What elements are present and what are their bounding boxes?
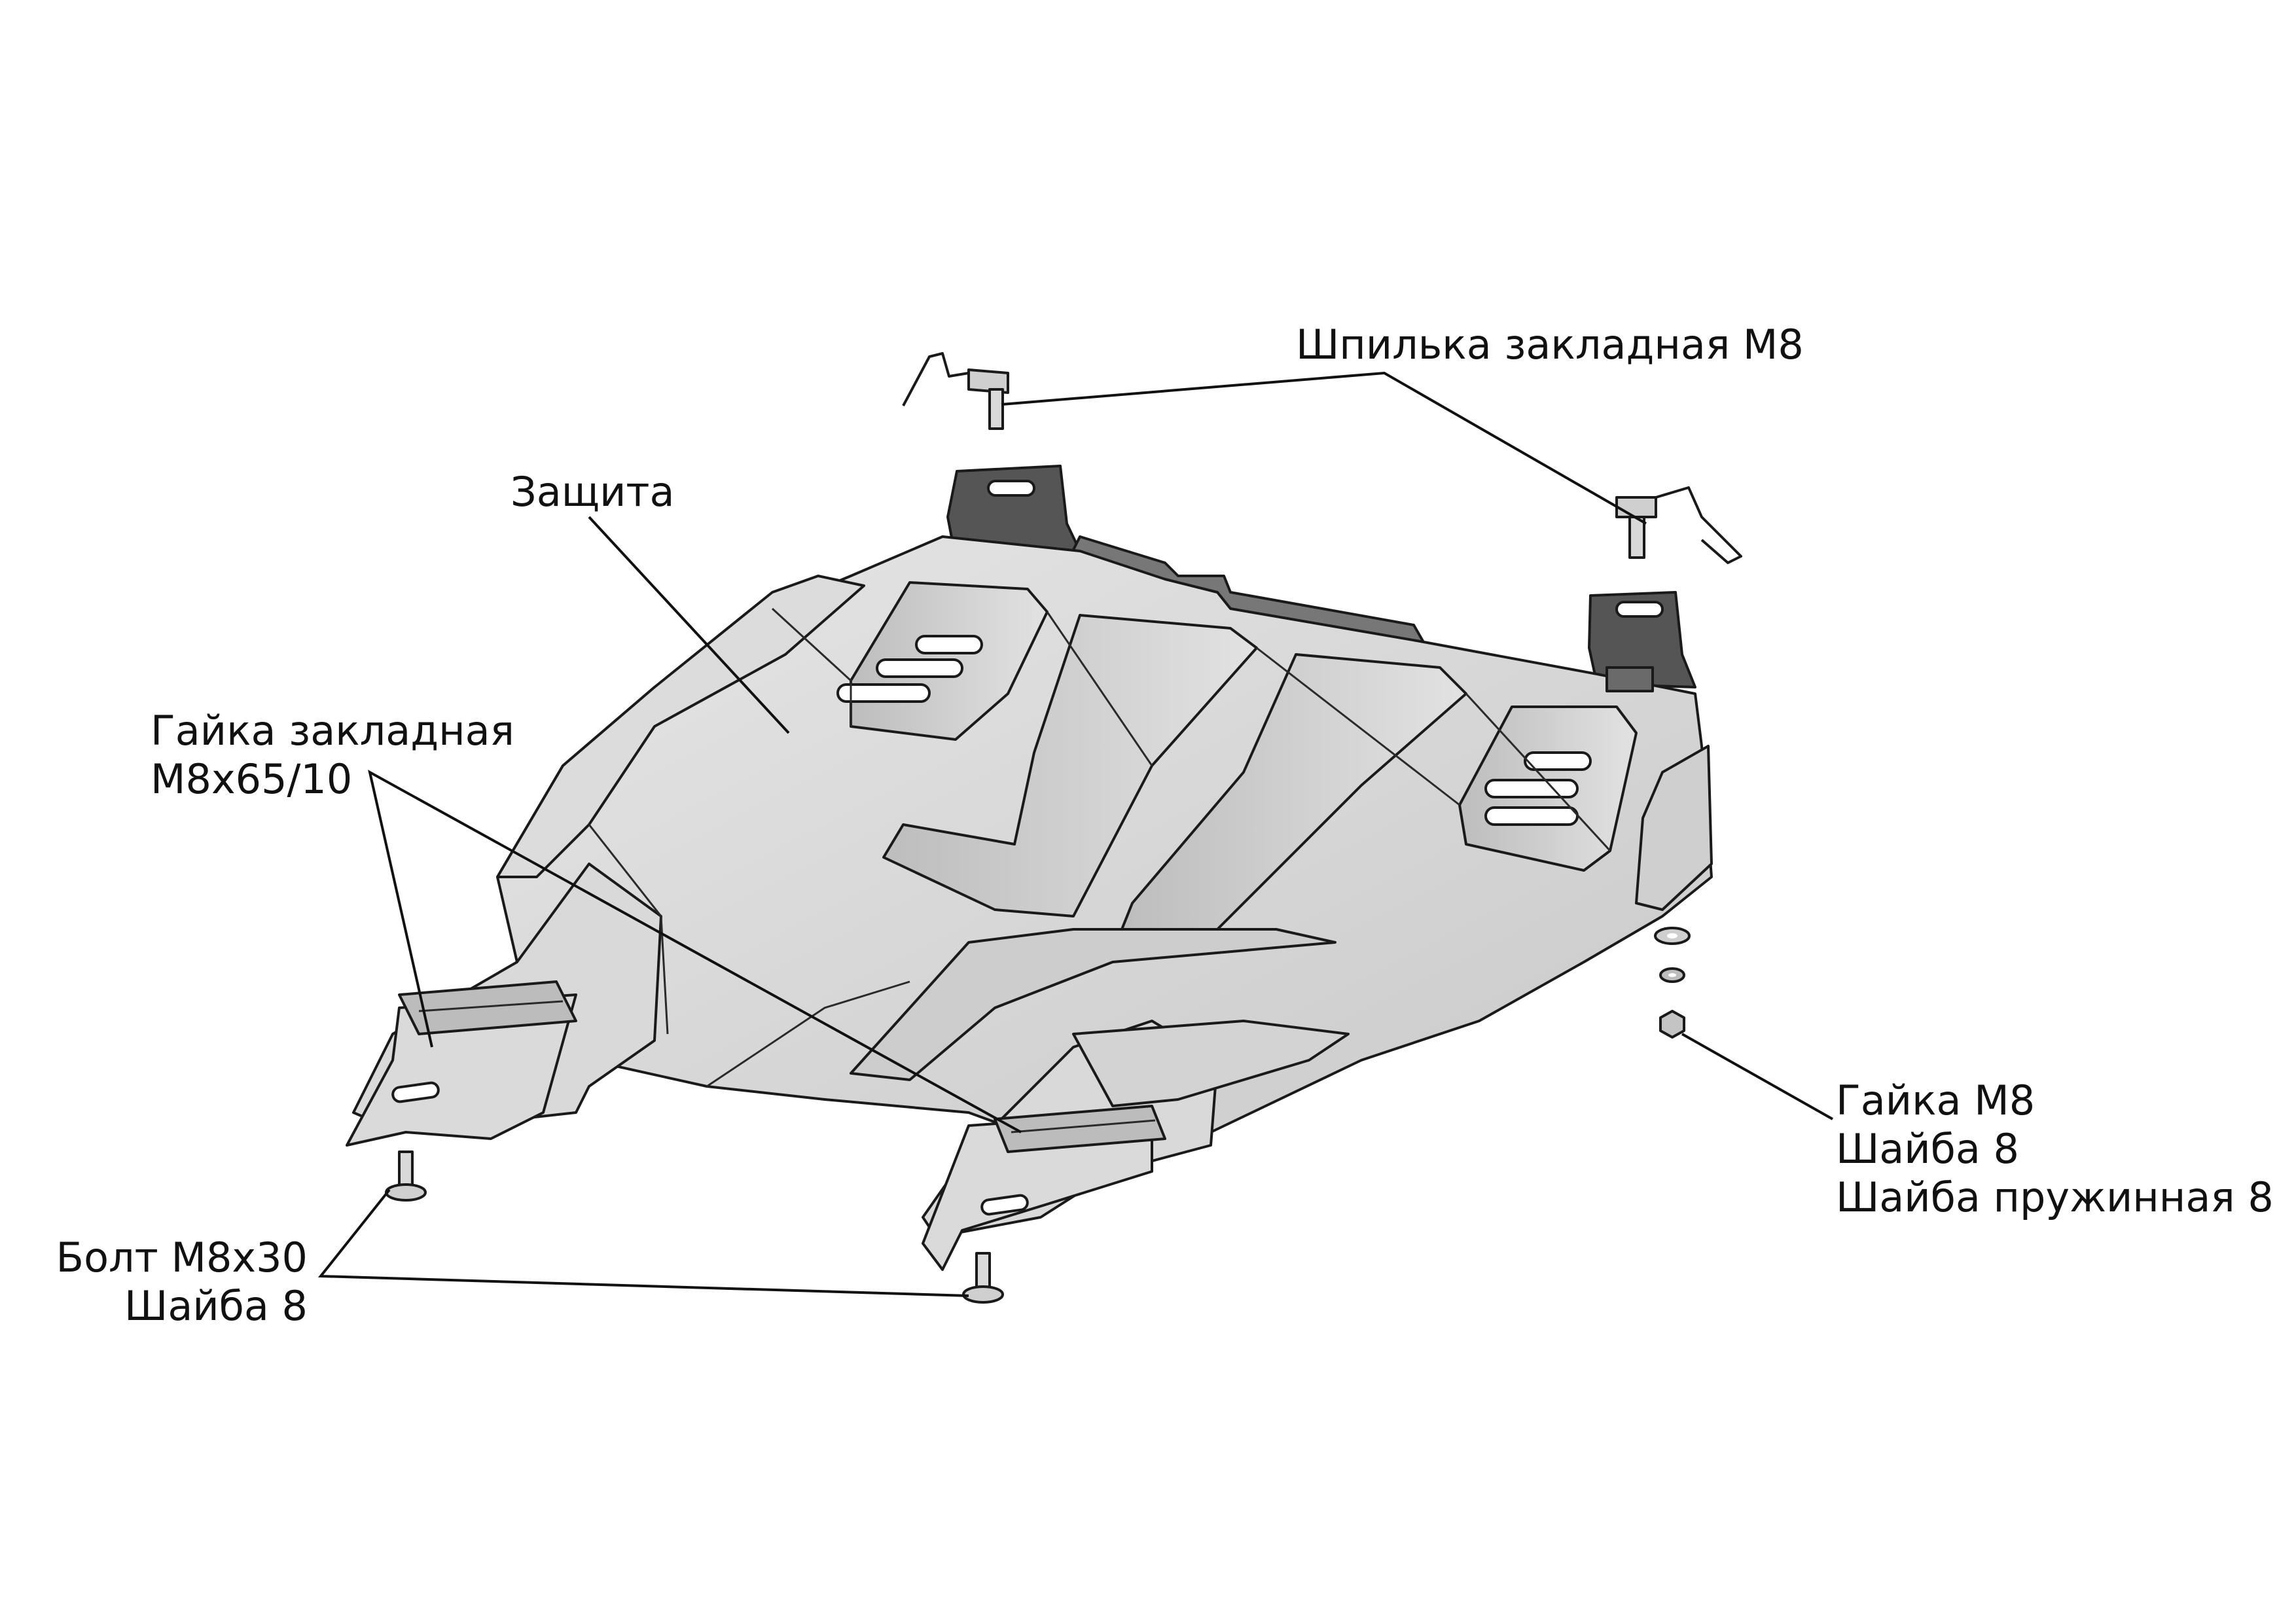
right-wing — [1635, 745, 1713, 911]
vent-slot — [876, 658, 963, 678]
vent-slot — [1484, 779, 1579, 798]
leader-stud — [1001, 371, 1647, 525]
bolt-right — [962, 1252, 1004, 1304]
rib-front-right — [1072, 1020, 1350, 1107]
nut-stack — [1654, 927, 1691, 1039]
label-embedded-nut: Гайка закладная М8х65/10 — [151, 707, 514, 803]
embedded-nut-right — [994, 1105, 1166, 1153]
bracket-slot — [987, 480, 1035, 497]
leader-nut — [1681, 1033, 1833, 1120]
plate-square — [1605, 666, 1654, 692]
leg-slot — [980, 1194, 1029, 1216]
label-stud: Шпилька закладная М8 — [1296, 321, 1804, 368]
leader-bolt — [317, 1188, 969, 1297]
vent-slot — [915, 635, 983, 654]
stud-right — [1615, 486, 1742, 564]
leg-slot — [391, 1081, 440, 1103]
leader-guard — [588, 516, 790, 734]
vent-slot — [836, 683, 931, 703]
label-guard: Защита — [511, 468, 675, 516]
left-wing — [496, 575, 865, 878]
label-bolt: Болт М8х30 Шайба 8 — [56, 1234, 308, 1330]
bracket-slot — [1615, 601, 1664, 618]
rear-bracket-right — [1588, 591, 1696, 688]
bolt-left — [385, 1150, 427, 1202]
vent-slot — [1524, 751, 1592, 771]
label-nut: Гайка М8 Шайба 8 Шайба пружинная 8 — [1836, 1077, 2274, 1221]
vent-slot — [1484, 806, 1579, 826]
stud-left — [902, 352, 1009, 430]
embedded-nut-left — [398, 980, 577, 1035]
rib-lower — [850, 928, 1336, 1081]
leader-lines — [317, 371, 1833, 1297]
guard-plate — [346, 465, 1713, 1271]
leader-embedded-nut — [368, 770, 1022, 1133]
rib-2 — [882, 614, 1258, 918]
